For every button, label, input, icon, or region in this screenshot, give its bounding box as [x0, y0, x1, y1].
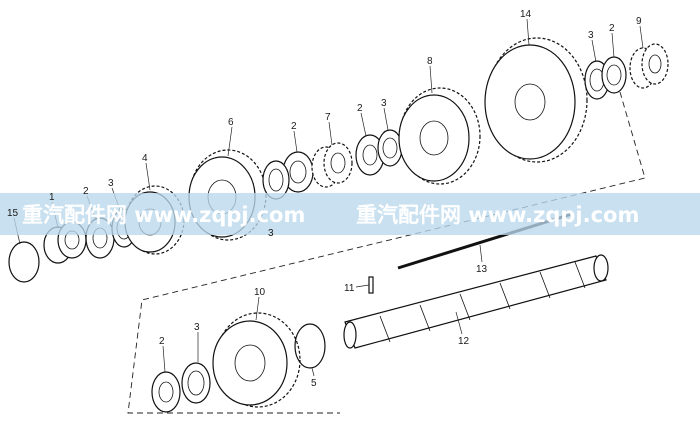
- part-14-large-gear: [484, 37, 588, 163]
- callout-3: 3: [588, 30, 594, 41]
- callout-4: 4: [142, 153, 148, 164]
- watermark-text-left: 重汽配件网 www.zqpj.com: [22, 203, 305, 227]
- assembly-outline-dashed: [127, 91, 646, 414]
- callout-2: 2: [357, 103, 363, 114]
- part-10-gear: [212, 312, 301, 408]
- part-5-snap-ring: [294, 323, 326, 369]
- callout-14: 14: [520, 9, 532, 20]
- callout-10: 10: [254, 287, 266, 298]
- callout-15: 15: [7, 208, 19, 219]
- callout-3: 3: [194, 322, 200, 333]
- callout-2: 2: [159, 336, 165, 347]
- callout-3: 3: [268, 228, 274, 239]
- callout-3: 3: [108, 178, 114, 189]
- callout-2: 2: [609, 23, 615, 34]
- callout-6: 6: [228, 117, 234, 128]
- part-9-splined-hub: [629, 43, 669, 89]
- callout-13: 13: [476, 264, 488, 275]
- callout-2: 2: [83, 186, 89, 197]
- callout-labels: 15 1 2 3 4 6 3 2 7 2 3 8 14 3 2 9 13 11 …: [7, 9, 642, 389]
- callout-5: 5: [311, 378, 317, 389]
- callout-8: 8: [427, 56, 433, 67]
- callout-7: 7: [325, 112, 331, 123]
- callout-2: 2: [291, 121, 297, 132]
- part-7-splined-hub: [311, 142, 353, 188]
- part-12-shaft: [343, 254, 609, 349]
- part-2-washer-d: [601, 56, 627, 94]
- callout-12: 12: [458, 336, 470, 347]
- part-3-ring-c: [377, 129, 403, 167]
- callout-9: 9: [636, 16, 642, 27]
- callout-3: 3: [381, 98, 387, 109]
- watermark-band: [0, 193, 700, 235]
- part-15-snap-ring: [8, 241, 40, 283]
- part-8-gear: [398, 87, 481, 185]
- callout-11: 11: [344, 283, 355, 294]
- part-11-pin: [368, 276, 374, 294]
- watermark-text-right: 重汽配件网 www.zqpj.com: [356, 203, 639, 227]
- part-3-ring-e: [181, 362, 211, 404]
- callout-1: 1: [49, 192, 55, 203]
- part-2-washer-e: [151, 371, 181, 413]
